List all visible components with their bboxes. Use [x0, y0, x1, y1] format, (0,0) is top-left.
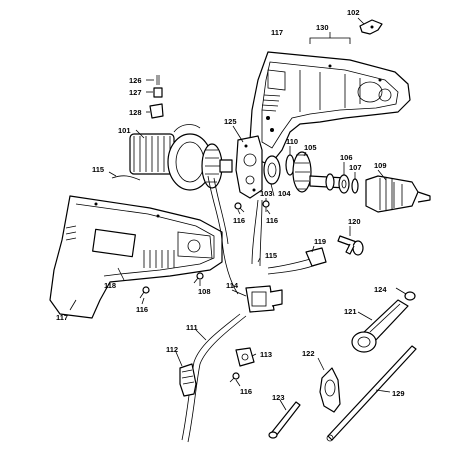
label-102: 102: [347, 8, 360, 17]
screw-116-clamp: [229, 372, 240, 383]
part-119-connector: [305, 247, 327, 267]
leader-lines: [69, 125, 407, 411]
screw-116-lower-left: [139, 286, 150, 299]
part-104-gear: [263, 155, 281, 185]
label-103: 103: [260, 189, 273, 198]
label-107: 107: [349, 163, 362, 172]
label-120: 120: [348, 217, 361, 226]
label-116-c: 116: [136, 305, 148, 314]
label-108: 108: [198, 287, 211, 296]
label-130: 130: [316, 23, 329, 32]
label-117-bottom: 117: [56, 313, 68, 322]
part-101-armature: [129, 124, 233, 191]
part-122-clamp: [319, 367, 341, 413]
part-113-cord-clamp: [235, 347, 255, 367]
label-bracket-130: [309, 32, 351, 44]
label-123: 123: [272, 393, 285, 402]
part-120-chuck-key: [337, 235, 364, 256]
part-121-side-handle: [351, 299, 409, 353]
label-116-d: 116: [240, 387, 252, 396]
part-111-cord: [181, 313, 247, 443]
part-105-gear: [292, 151, 312, 193]
part-112-cord-protector: [179, 363, 197, 397]
label-109: 109: [374, 161, 387, 170]
part-107-washer: [351, 178, 359, 194]
label-117-top: 117: [271, 28, 283, 37]
label-118: 118: [104, 281, 116, 290]
part-125-gear-plate: [235, 135, 263, 199]
label-110: 110: [286, 137, 298, 146]
label-115-top: 115: [92, 165, 104, 174]
label-114: 114: [226, 281, 239, 290]
screw-108: [193, 272, 204, 284]
label-111: 111: [186, 323, 198, 332]
label-129: 129: [392, 389, 405, 398]
spindle-shaft: [309, 173, 347, 191]
label-124: 124: [374, 285, 387, 294]
part-123-bolt: [268, 401, 301, 439]
label-101: 101: [118, 126, 131, 135]
label-125: 125: [224, 117, 237, 126]
part-102-clip: [357, 17, 383, 35]
label-128: 128: [129, 108, 142, 117]
label-113: 113: [260, 350, 272, 359]
label-119: 119: [314, 237, 326, 246]
label-112: 112: [166, 345, 178, 354]
screw-103: [262, 200, 270, 212]
label-105: 105: [304, 143, 317, 152]
part-106-bearing: [338, 174, 350, 194]
label-116-b: 116: [266, 216, 278, 225]
label-116-a: 116: [233, 216, 245, 225]
part-labels: 102 117 130 126 127 128 101 125 115 110 …: [56, 8, 405, 402]
part-128-holder: [146, 103, 164, 119]
label-127: 127: [129, 88, 142, 97]
label-106: 106: [340, 153, 353, 162]
label-104: 104: [278, 189, 291, 198]
part-109-chuck: [365, 175, 431, 213]
part-129-depth-rod: [326, 345, 417, 442]
part-127-brush: [146, 87, 163, 98]
label-122: 122: [302, 349, 315, 358]
label-121: 121: [344, 307, 357, 316]
part-126-spring: [146, 75, 160, 85]
part-124-knob: [404, 291, 416, 301]
label-115-mid: 115: [265, 251, 277, 260]
housing-left-half: [49, 195, 223, 319]
screw-116-upper: [234, 202, 245, 213]
housing-right-half: [249, 51, 411, 166]
label-126: 126: [129, 76, 142, 85]
part-114-switch: [245, 285, 283, 313]
